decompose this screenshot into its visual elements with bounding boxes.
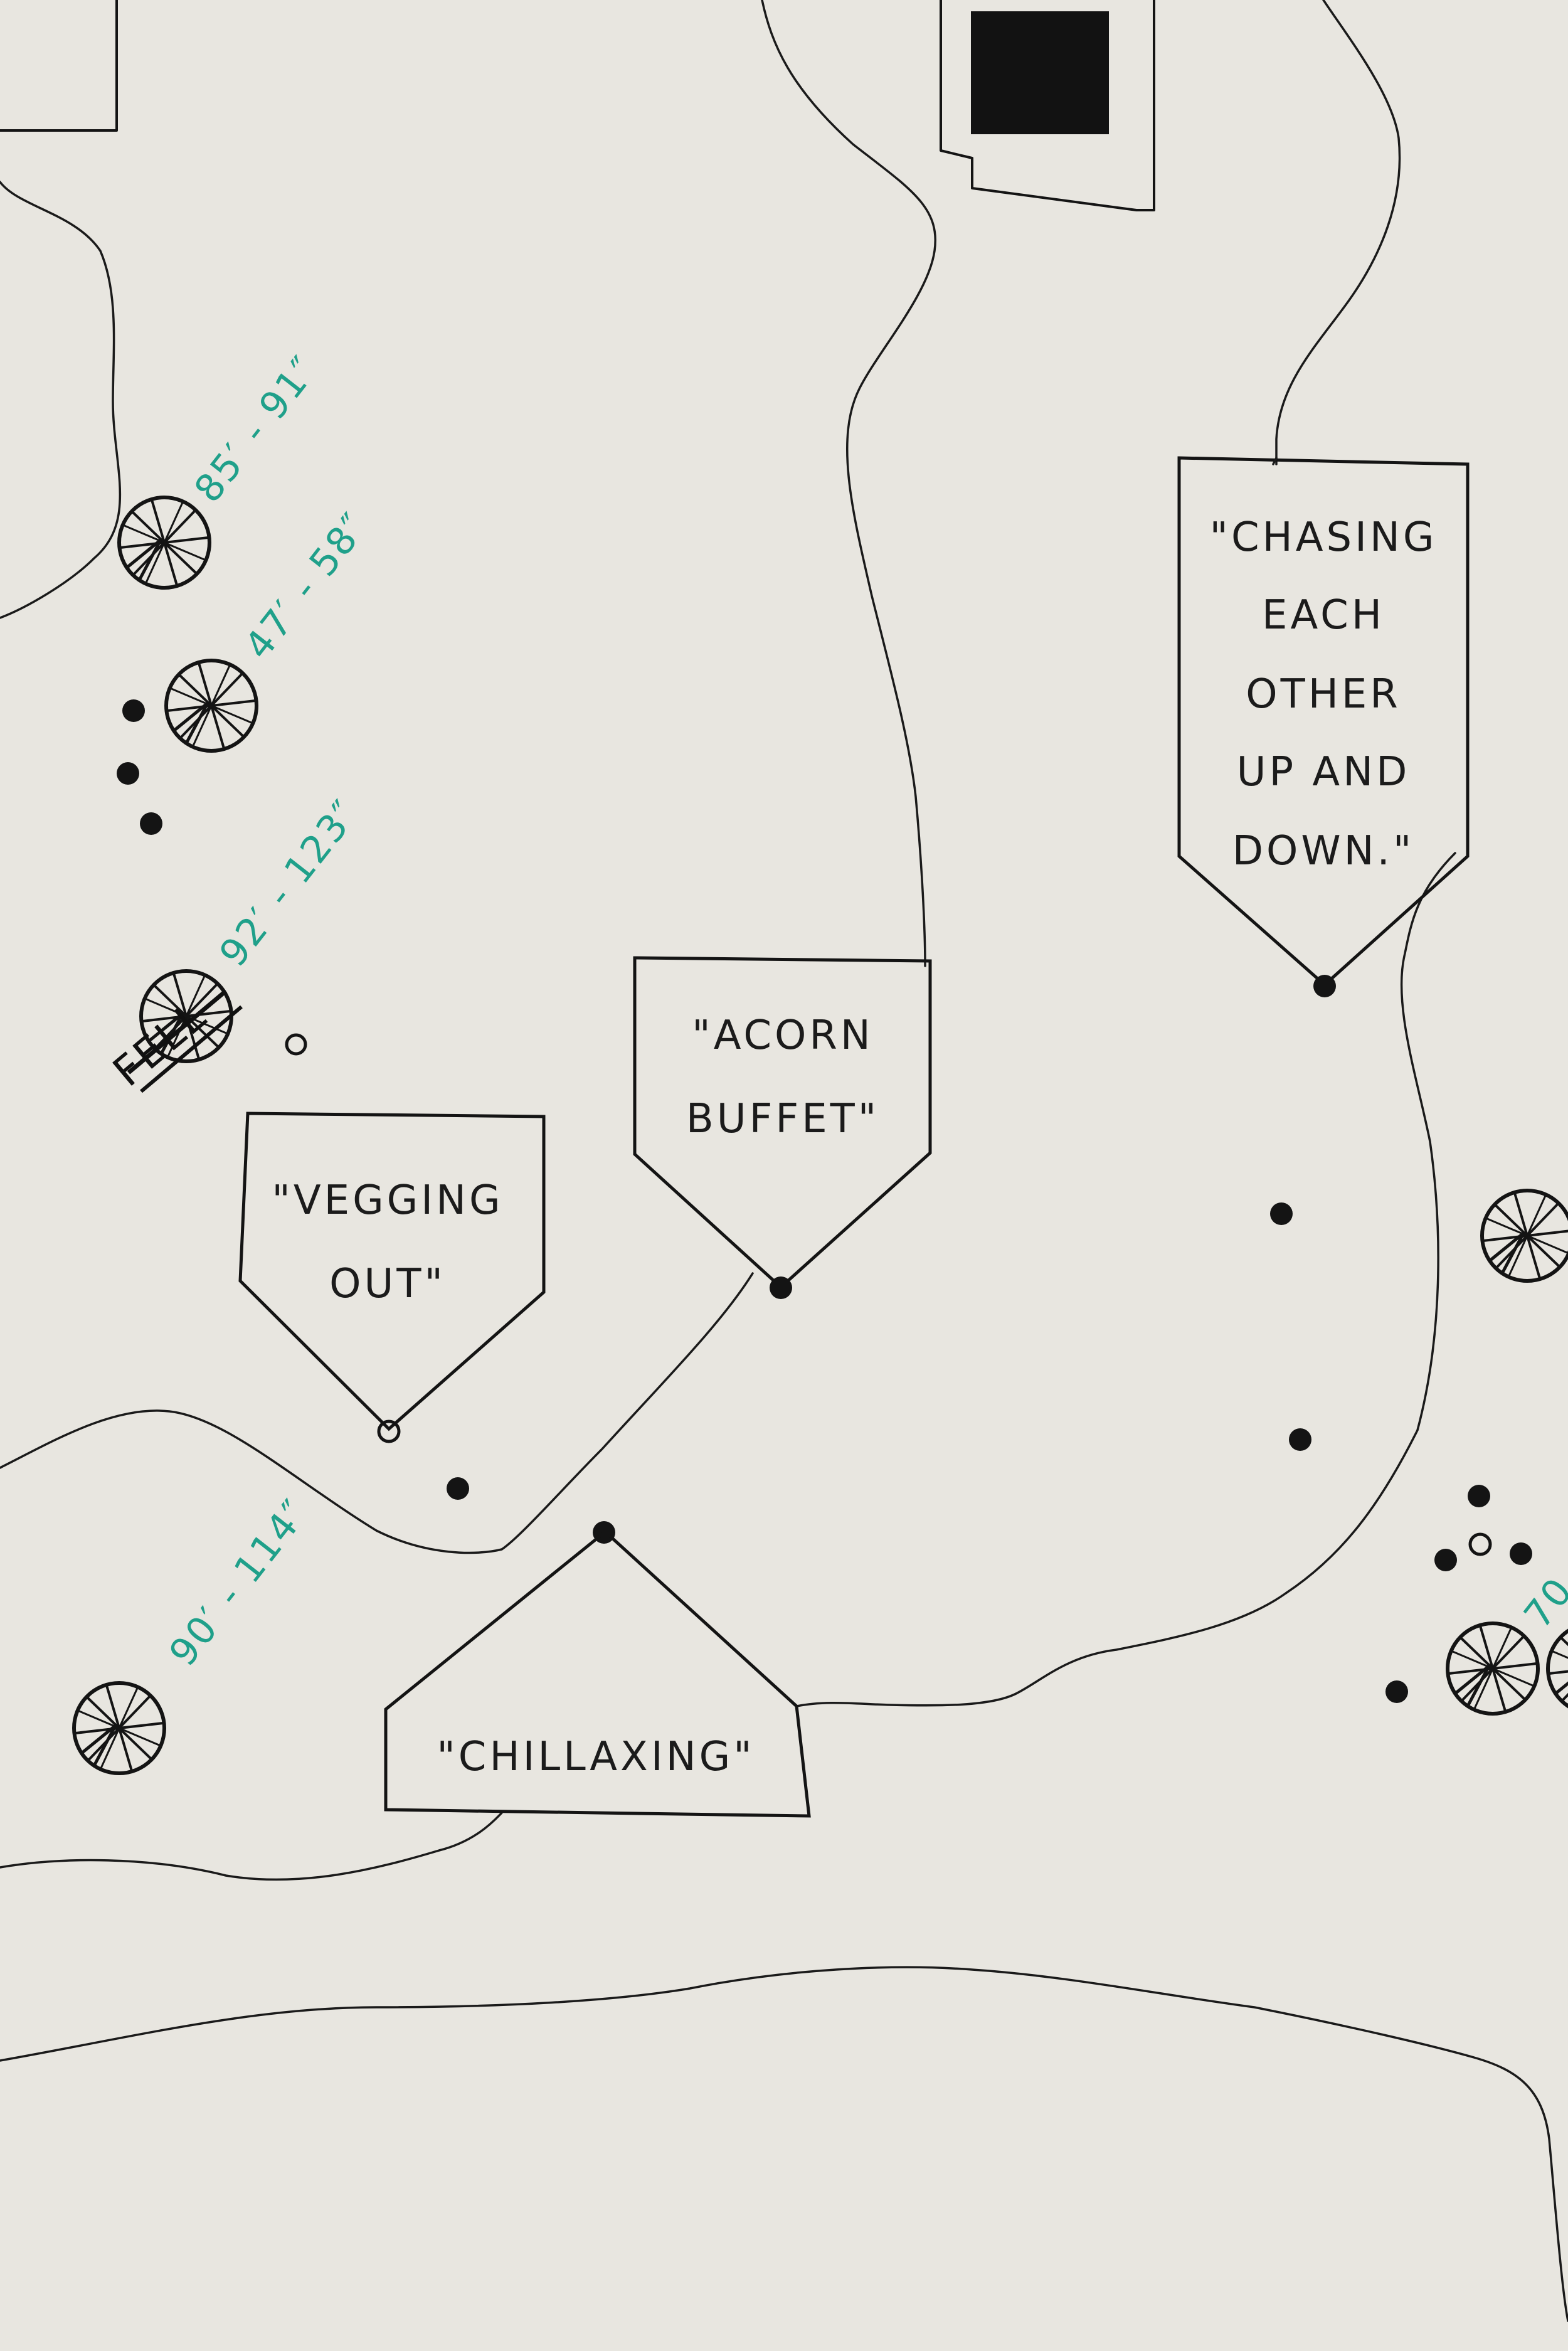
building-outline [940, 0, 1155, 211]
point-marker-icon [117, 762, 139, 785]
sign-pointer-open-marker [377, 1420, 401, 1443]
sign-text-line: "VEGGING [272, 1177, 503, 1224]
sign-outline [1177, 456, 1470, 987]
sign-outline [633, 956, 932, 1290]
sign-acorn-buffet: "ACORN BUFFET" [633, 956, 932, 1299]
point-marker-icon [1385, 1680, 1408, 1703]
sign-vegging-out: "VEGGING OUT" [238, 1112, 546, 1443]
sign-text-line: OTHER [1246, 671, 1401, 718]
point-marker-icon [140, 812, 162, 835]
sign-text-line: DOWN." [1232, 828, 1415, 874]
contour-line [0, 1812, 503, 1881]
sign-text-line: OUT" [329, 1261, 446, 1307]
open-point-marker-icon [1468, 1532, 1492, 1556]
point-marker-icon [1510, 1542, 1532, 1565]
point-marker-icon [1289, 1428, 1311, 1451]
sign-outline [238, 1112, 546, 1431]
point-marker-icon [122, 699, 145, 722]
contour-line [0, 1272, 754, 1554]
property-boundary [0, 0, 118, 132]
sign-text-line: "CHASING [1210, 514, 1438, 561]
sign-text-line: "ACORN [692, 1012, 874, 1059]
sign-chillaxing: "CHILLAXING" [384, 1529, 811, 1818]
contour-line [761, 0, 936, 967]
point-marker-icon [447, 1477, 469, 1500]
sign-chasing: "CHASING EACH OTHER UP AND DOWN." [1177, 456, 1470, 997]
sign-outline [384, 1529, 811, 1818]
point-marker-icon [1468, 1485, 1490, 1507]
sign-pointer-marker [770, 1276, 792, 1299]
point-marker-icon [1434, 1549, 1457, 1571]
sign-text-line: "CHILLAXING" [437, 1734, 755, 1780]
building-icon [971, 11, 1109, 134]
contour-line [0, 181, 122, 619]
sign-text-line: UP AND [1237, 749, 1411, 795]
open-point-marker-icon [285, 1033, 307, 1056]
point-marker-icon [1270, 1202, 1293, 1225]
connector-line [1272, 457, 1278, 465]
open-point-markers [285, 1033, 1492, 1556]
contour-line [0, 1966, 1568, 2322]
contour-line [795, 852, 1456, 1707]
contour-line [1275, 0, 1401, 465]
strikethrough [140, 1005, 243, 1093]
sign-pointer-marker [1313, 975, 1336, 997]
sign-text-line: BUFFET" [686, 1096, 879, 1142]
strikethrough [127, 989, 228, 1075]
sign-text-line: EACH [1262, 592, 1385, 639]
